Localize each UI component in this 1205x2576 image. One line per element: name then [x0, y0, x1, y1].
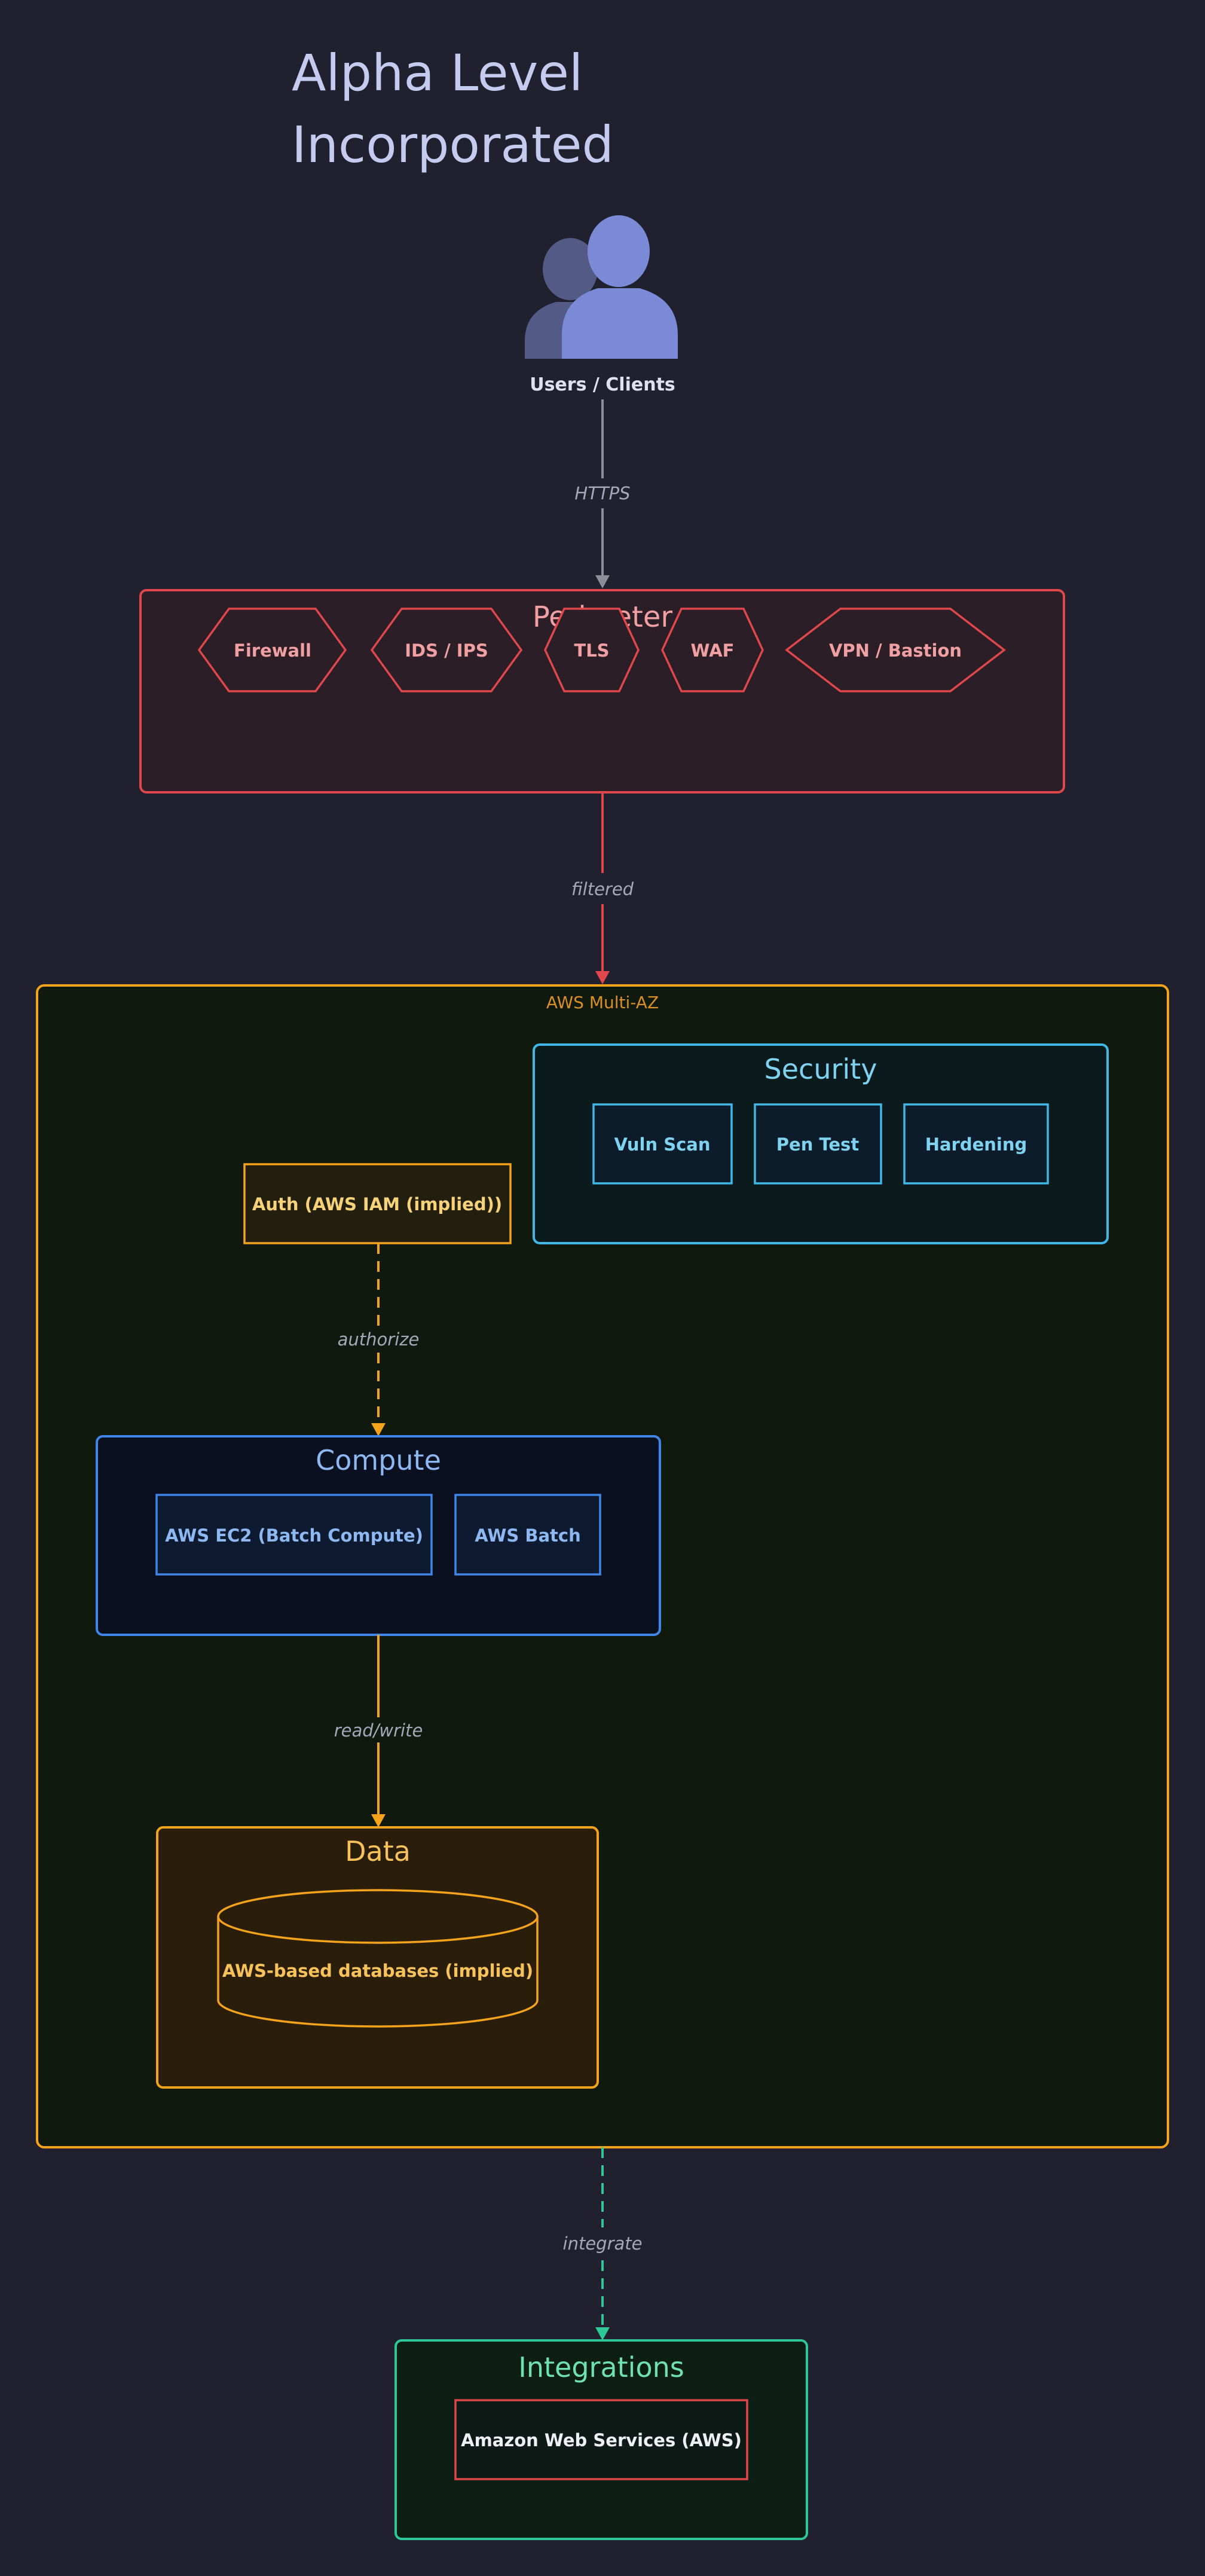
perimeter-item-label: IDS / IPS	[405, 640, 488, 661]
edge-https	[595, 399, 610, 588]
perimeter-item-label: Firewall	[234, 640, 311, 661]
edge-label-integrate: integrate	[563, 2233, 643, 2254]
auth-label: Auth (AWS IAM (implied))	[252, 1194, 502, 1214]
edge-read-write	[371, 1635, 386, 1827]
database-label: AWS-based databases (implied)	[222, 1961, 533, 1981]
edge-integrate	[595, 2147, 610, 2340]
compute-item-label: AWS Batch	[475, 1525, 580, 1546]
title-line-2: Incorporated	[292, 115, 614, 174]
perimeter-ids-ips: IDS / IPS	[370, 608, 523, 692]
edge-label-https: HTTPS	[574, 483, 630, 503]
integrations-title: Integrations	[518, 2351, 684, 2383]
perimeter-item-label: VPN / Bastion	[829, 640, 962, 661]
edge-label-authorize: authorize	[338, 1329, 420, 1350]
perimeter-waf: WAF	[661, 608, 764, 692]
security-item-label: Pen Test	[776, 1134, 860, 1155]
perimeter-item-label: WAF	[691, 640, 735, 661]
data-title: Data	[345, 1835, 411, 1867]
database-cylinder: AWS-based databases (implied)	[217, 1889, 539, 2028]
users-label: Users / Clients	[530, 374, 675, 395]
perimeter-tls: TLS	[544, 608, 640, 692]
integrations-item-label: Amazon Web Services (AWS)	[461, 2430, 742, 2450]
security-title: Security	[764, 1053, 877, 1085]
aws-multi-az-label: AWS Multi-AZ	[546, 993, 659, 1012]
compute-item-label: AWS EC2 (Batch Compute)	[165, 1525, 423, 1546]
title-line-1: Alpha Level	[292, 44, 583, 102]
edge-label-filtered: filtered	[571, 879, 634, 899]
diagram-title: Alpha Level Incorporated	[292, 37, 614, 181]
perimeter-vpn-bastion: VPN / Bastion	[785, 608, 1006, 692]
auth-node: Auth (AWS IAM (implied))	[243, 1163, 512, 1244]
compute-aws-ec2: AWS EC2 (Batch Compute)	[155, 1494, 433, 1576]
edge-authorize	[371, 1243, 386, 1436]
compute-aws-batch: AWS Batch	[454, 1494, 601, 1576]
security-pen-test: Pen Test	[754, 1103, 882, 1185]
integrations-aws: Amazon Web Services (AWS)	[454, 2399, 748, 2480]
security-item-label: Vuln Scan	[614, 1134, 710, 1155]
security-hardening: Hardening	[903, 1103, 1049, 1185]
security-vuln-scan: Vuln Scan	[592, 1103, 733, 1185]
perimeter-item-label: TLS	[574, 640, 609, 661]
users-icon	[525, 215, 678, 359]
security-item-label: Hardening	[925, 1134, 1027, 1155]
edge-label-read-write: read/write	[334, 1720, 423, 1741]
edge-filtered	[595, 792, 610, 984]
perimeter-firewall: Firewall	[197, 608, 347, 692]
compute-title: Compute	[316, 1444, 441, 1476]
